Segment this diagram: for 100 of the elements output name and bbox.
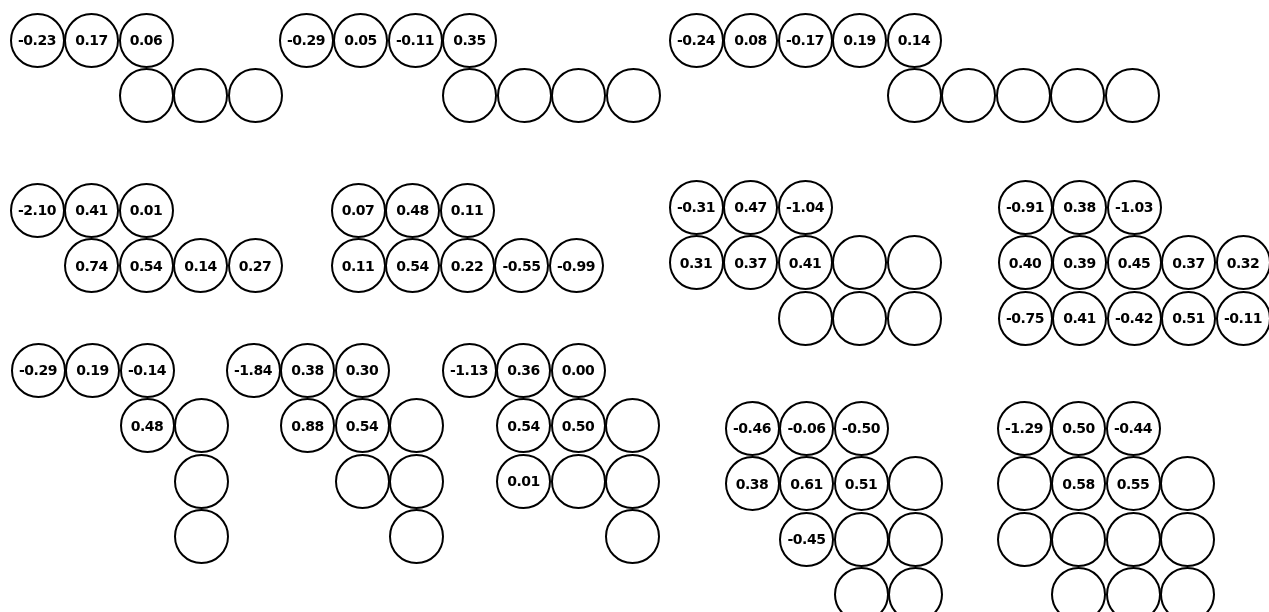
value-circle: 0.17 (64, 12, 119, 68)
empty-circle (389, 509, 444, 564)
empty-circle (888, 567, 943, 612)
value-circle: -0.45 (779, 511, 834, 567)
value-circle: -0.11 (387, 12, 443, 68)
empty-circle (1160, 511, 1215, 567)
empty-circle (996, 511, 1052, 567)
empty-circle (605, 68, 661, 123)
value-circle: 0.45 (1106, 235, 1162, 290)
empty-circle (1050, 68, 1105, 123)
value-circle: 0.40 (997, 235, 1053, 290)
value-circle: -0.23 (9, 12, 65, 68)
value-circle: 0.38 (280, 342, 335, 398)
value-circle: -0.42 (1106, 290, 1162, 346)
value-circle: -0.55 (494, 238, 549, 293)
value-circle: 0.58 (1051, 456, 1106, 511)
value-circle: -0.24 (668, 12, 724, 68)
value-circle: -2.10 (9, 182, 65, 238)
empty-circle (118, 68, 174, 123)
value-circle: 0.74 (64, 238, 119, 293)
value-circle: 0.11 (439, 182, 495, 238)
value-circle: -1.03 (1106, 179, 1162, 235)
empty-circle (334, 453, 390, 509)
value-circle: -0.06 (779, 400, 834, 456)
value-circle: 0.50 (1051, 400, 1106, 456)
empty-circle (833, 567, 889, 612)
value-circle: 0.41 (1052, 290, 1107, 346)
empty-circle (389, 398, 444, 453)
value-circle: 0.54 (496, 398, 551, 453)
value-circle: 0.19 (65, 342, 120, 398)
value-circle: 0.39 (1052, 235, 1107, 290)
value-circle: 0.51 (833, 456, 889, 511)
value-circle: 0.01 (118, 182, 174, 238)
value-circle: 0.14 (173, 238, 228, 293)
empty-circle (496, 68, 552, 123)
value-circle: 0.54 (118, 238, 174, 293)
value-circle: 0.41 (777, 235, 833, 290)
value-circle: 0.54 (334, 398, 390, 453)
value-circle: -0.17 (777, 12, 833, 68)
value-circle: 0.37 (723, 235, 778, 290)
empty-circle (442, 68, 497, 123)
value-circle: 0.06 (118, 12, 174, 68)
value-circle: 0.35 (442, 12, 497, 68)
empty-circle (550, 453, 606, 509)
value-circle: -1.13 (441, 342, 497, 398)
empty-circle (1104, 68, 1160, 123)
value-circle: -0.29 (278, 12, 334, 68)
value-circle: 0.54 (385, 238, 440, 293)
value-circle: 0.01 (496, 453, 551, 509)
value-circle: 0.47 (723, 179, 778, 235)
empty-circle (174, 453, 229, 509)
empty-circle (832, 235, 887, 290)
empty-circle (886, 290, 942, 346)
value-circle: 0.41 (64, 182, 119, 238)
value-circle: 0.32 (1215, 235, 1269, 290)
value-circle: -0.91 (997, 179, 1053, 235)
empty-circle (551, 68, 606, 123)
value-circle: 0.05 (333, 12, 388, 68)
value-circle: -1.84 (225, 342, 281, 398)
value-circle: 0.22 (439, 238, 495, 293)
value-circle: 0.38 (1052, 179, 1107, 235)
value-circle: -0.14 (119, 342, 175, 398)
value-circle: -0.11 (1215, 290, 1269, 346)
value-circle: -0.75 (997, 290, 1053, 346)
value-circle: -1.29 (996, 400, 1052, 456)
value-circle: 0.31 (668, 235, 724, 290)
empty-circle (888, 511, 943, 567)
empty-circle (886, 235, 942, 290)
value-circle: 0.61 (779, 456, 834, 511)
empty-circle (174, 509, 229, 564)
value-circle: -0.31 (668, 179, 724, 235)
empty-circle (227, 68, 283, 123)
value-circle: 0.14 (886, 12, 942, 68)
value-circle: 0.38 (724, 456, 780, 511)
empty-circle (1051, 567, 1106, 612)
value-circle: 0.51 (1161, 290, 1216, 346)
value-circle: -0.99 (548, 238, 604, 293)
empty-circle (777, 290, 833, 346)
value-circle: 0.88 (280, 398, 335, 453)
value-circle: 0.11 (330, 238, 386, 293)
empty-circle (605, 453, 660, 509)
empty-circle (833, 511, 889, 567)
empty-circle (605, 509, 660, 564)
value-circle: 0.36 (496, 342, 551, 398)
empty-circle (1160, 567, 1215, 612)
value-circle: 0.55 (1105, 456, 1161, 511)
empty-circle (605, 398, 660, 453)
empty-circle (832, 290, 887, 346)
value-circle: -0.44 (1105, 400, 1161, 456)
value-circle: -0.46 (724, 400, 780, 456)
empty-circle (173, 68, 228, 123)
empty-circle (1051, 511, 1106, 567)
value-circle: 0.07 (330, 182, 386, 238)
empty-circle (996, 456, 1052, 511)
value-circle: 0.27 (227, 238, 283, 293)
empty-circle (1160, 456, 1215, 511)
empty-circle (1105, 511, 1161, 567)
empty-circle (389, 453, 444, 509)
value-circle: 0.48 (119, 398, 175, 453)
value-circle: 0.19 (832, 12, 887, 68)
